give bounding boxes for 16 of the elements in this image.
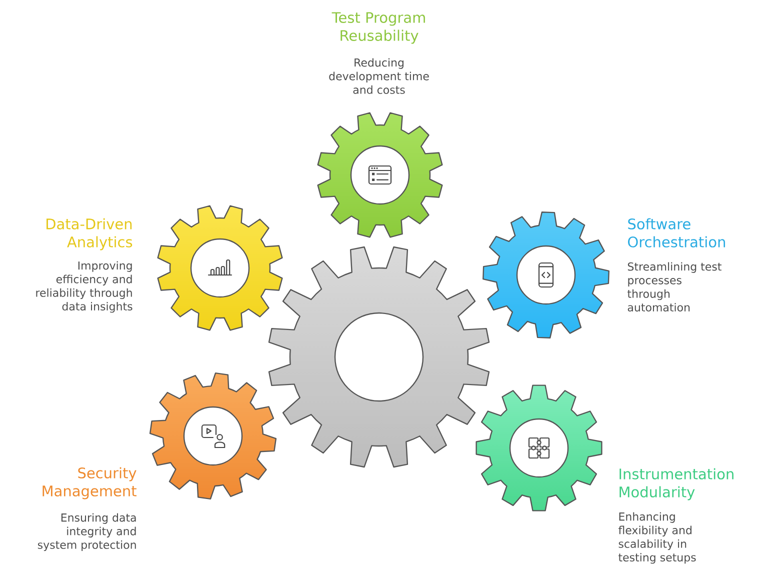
description: Reducing development time and costs — [329, 58, 429, 94]
heading: Software Orchestration — [628, 218, 725, 248]
heading: Instrumentation Modularity — [620, 468, 734, 500]
gear — [149, 372, 277, 500]
gear — [268, 246, 490, 468]
gear — [476, 384, 602, 512]
description: Enhancing flexibility and scalability in testing setups — [618, 512, 696, 564]
description: Ensuring data integrity and system protection — [38, 513, 136, 552]
heading: Data-Driven Analytics — [46, 218, 132, 250]
gear — [482, 212, 610, 338]
heading: Security Management — [42, 467, 136, 500]
gear — [157, 205, 283, 331]
heading: Test Program Reusability — [332, 12, 425, 44]
description: Improving efficiency and reliability through data insights — [36, 261, 132, 313]
gear — [317, 112, 443, 238]
description: Streamlining test processes through automation — [628, 262, 722, 312]
